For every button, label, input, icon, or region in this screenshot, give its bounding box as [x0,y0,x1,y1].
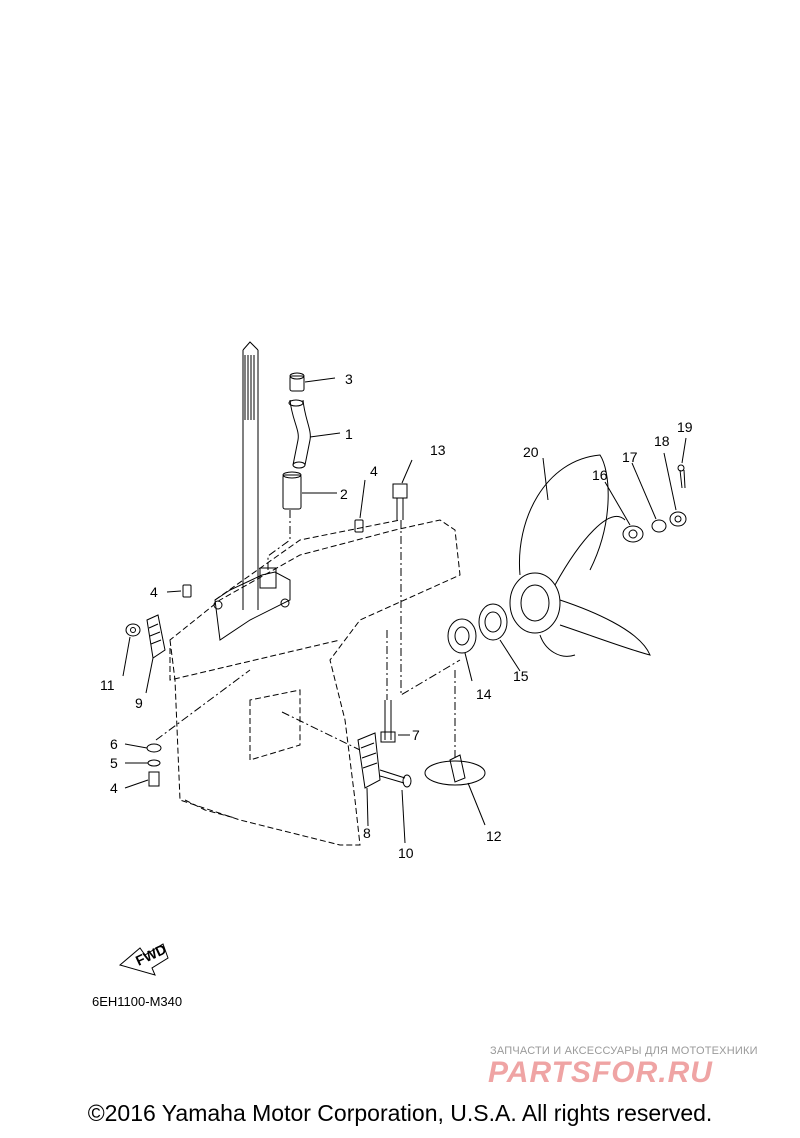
callout-18: 17 [622,449,638,465]
callout-9: 8 [363,825,371,841]
callout-17: 16 [592,467,608,483]
callout-3: 3 [345,371,353,387]
washer-18 [651,519,667,533]
callout-4-left: 4 [150,584,158,600]
callout-10: 9 [135,695,143,711]
spacer [478,603,508,641]
callout-labels: 3 1 2 4 4 13 20 16 17 18 19 11 9 6 5 4 7… [100,371,693,969]
fwd-arrow [118,943,169,976]
watermark-tagline: ЗАПЧАСТИ И АКСЕССУАРЫ ДЛЯ МОТОТЕХНИКИ [490,1045,758,1057]
callout-8: 7 [412,727,420,743]
fwd-label: FWD [133,941,169,969]
washer-17 [622,525,644,543]
drive-shaft [242,341,259,610]
callout-12: 11 [100,677,115,693]
callout-13: 12 [486,828,502,844]
bolt-14 [392,483,408,520]
callout-20: 19 [677,419,693,435]
callout-21: 20 [523,444,539,460]
leader-lines [122,377,687,844]
callout-4-right: 4 [370,463,378,479]
anode [357,732,381,789]
callout-19: 18 [654,433,670,449]
watermark-logo: PARTSFOR.RU [488,1056,713,1089]
reference-lines [155,510,461,760]
thrust-washer [447,618,477,654]
callout-7: 6 [110,736,118,752]
callout-15: 14 [476,686,492,702]
propeller [509,454,651,657]
callout-6: 5 [110,755,118,771]
bolt [380,700,396,743]
screw [379,769,412,788]
pump-housing [213,567,291,641]
grommet [289,372,305,392]
callout-2: 2 [340,486,348,502]
copyright-text: ©2016 Yamaha Motor Corporation, U.S.A. A… [87,1100,713,1126]
anode-part [146,614,166,659]
water-tube [288,399,311,469]
cotter-pin [677,464,686,489]
cover-plate [424,754,486,786]
callout-1: 1 [345,426,353,442]
callout-11: 10 [398,845,414,861]
callout-5: 4 [110,780,118,796]
diagram-code: 6EH1100-M340 [92,994,183,1009]
nut-19 [669,511,687,527]
dowel-pin [182,519,364,598]
lower-casing-outline [169,519,461,846]
washer-bolt-stack [146,743,162,787]
callout-14: 13 [430,442,446,458]
grommet-lower [282,471,302,510]
callout-16: 15 [513,668,529,684]
nut [125,623,141,637]
